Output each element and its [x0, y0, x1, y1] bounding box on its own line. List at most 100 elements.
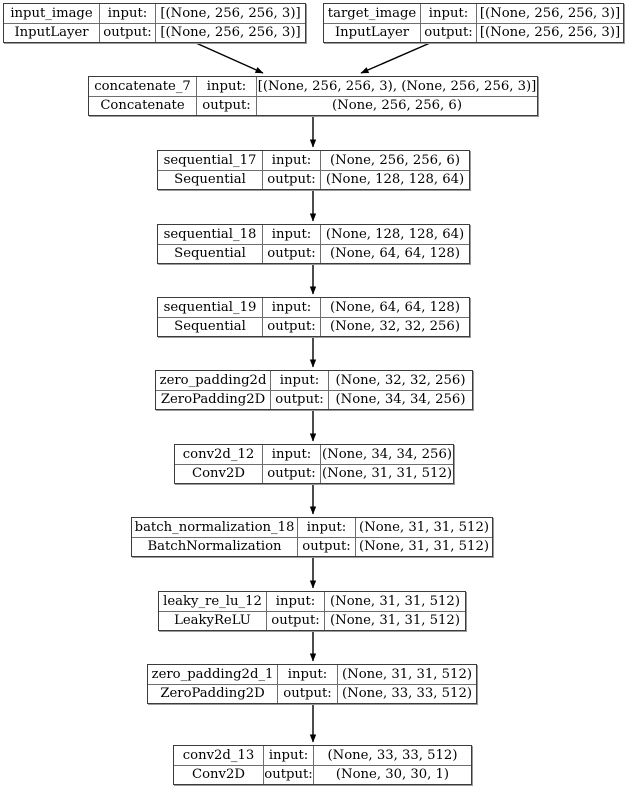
output-label: output:	[263, 464, 321, 483]
output-shape-value: (None, 33, 33, 512)	[342, 686, 472, 702]
output-shape-value: (None, 31, 31, 512)	[359, 539, 489, 555]
input-shape-value: (None, 31, 31, 512)	[342, 666, 472, 682]
layer-name: concatenate_7	[89, 77, 197, 96]
layer-class-name: Concatenate	[89, 96, 197, 115]
output-label: output:	[271, 390, 329, 409]
input-label: input:	[271, 371, 329, 390]
layer-class-name: Sequential	[158, 317, 263, 336]
output-shape-value: (None, 30, 30, 1)	[335, 767, 450, 783]
input-shape-value: (None, 33, 33, 512)	[327, 747, 458, 763]
input-label: input:	[267, 592, 325, 611]
layer-name: batch_normalization_18	[132, 518, 298, 537]
input-label: input:	[298, 518, 356, 537]
layer-name: target_image	[324, 4, 421, 23]
layer-class-name: ZeroPadding2D	[156, 390, 271, 409]
input-shape-value: [(None, 256, 256, 3)]	[160, 5, 301, 21]
layer-name: sequential_17	[158, 151, 263, 170]
output-shape-value: (None, 128, 128, 64)	[325, 172, 465, 188]
output-label: output:	[267, 611, 325, 630]
output-shape-value: (None, 64, 64, 128)	[330, 246, 460, 262]
input-shape-value: [(None, 256, 256, 3)]	[479, 5, 621, 21]
output-shape-value: [(None, 256, 256, 3)]	[479, 25, 621, 41]
layer-class-name: Sequential	[158, 244, 263, 263]
output-shape-value: [(None, 256, 256, 3)]	[160, 25, 301, 41]
input-shape-value: [(None, 256, 256, 3), (None, 256, 256, 3…	[257, 78, 537, 94]
layer-name: zero_padding2d	[156, 371, 271, 390]
input-label: input:	[197, 77, 257, 96]
input-shape-value: (None, 34, 34, 256)	[322, 446, 452, 462]
output-shape-value: (None, 32, 32, 256)	[330, 319, 460, 335]
input-label: input:	[278, 665, 338, 684]
input-label: input:	[263, 298, 321, 317]
layer-name: sequential_18	[158, 225, 263, 244]
graph-edge-e-target-concat	[360, 42, 431, 74]
input-shape-value: (None, 31, 31, 512)	[330, 593, 460, 609]
layer-name: zero_padding2d_1	[148, 665, 278, 684]
layer-class-name: InputLayer	[324, 23, 421, 42]
layer-class-name: LeakyReLU	[159, 611, 267, 630]
output-label: output:	[278, 684, 338, 703]
input-shape-value: (None, 31, 31, 512)	[359, 519, 489, 535]
input-label: input:	[263, 151, 321, 170]
layer-name: input_image	[4, 4, 100, 23]
output-label: output:	[264, 765, 314, 784]
output-label: output:	[197, 96, 257, 115]
input-label: input:	[264, 746, 314, 765]
layer-class-name: BatchNormalization	[132, 537, 298, 556]
output-label: output:	[421, 23, 477, 42]
input-shape-value: (None, 128, 128, 64)	[325, 226, 465, 242]
layer-class-name: InputLayer	[4, 23, 100, 42]
input-label: input:	[263, 225, 321, 244]
layer-class-name: ZeroPadding2D	[148, 684, 278, 703]
input-shape-value: (None, 256, 256, 6)	[330, 152, 460, 168]
output-label: output:	[298, 537, 356, 556]
layer-class-name: Sequential	[158, 170, 263, 189]
input-label: input:	[263, 445, 321, 464]
layer-name: conv2d_12	[175, 445, 263, 464]
output-shape-value: (None, 31, 31, 512)	[322, 466, 452, 482]
input-label: input:	[100, 4, 156, 23]
output-shape-value: (None, 256, 256, 6)	[332, 98, 462, 114]
layer-name: sequential_19	[158, 298, 263, 317]
input-shape-value: (None, 32, 32, 256)	[335, 372, 466, 388]
layer-name: conv2d_13	[174, 746, 264, 765]
layer-class-name: Conv2D	[175, 464, 263, 483]
layer-class-name: Conv2D	[174, 765, 264, 784]
graph-edge-e-input-concat	[195, 42, 264, 74]
